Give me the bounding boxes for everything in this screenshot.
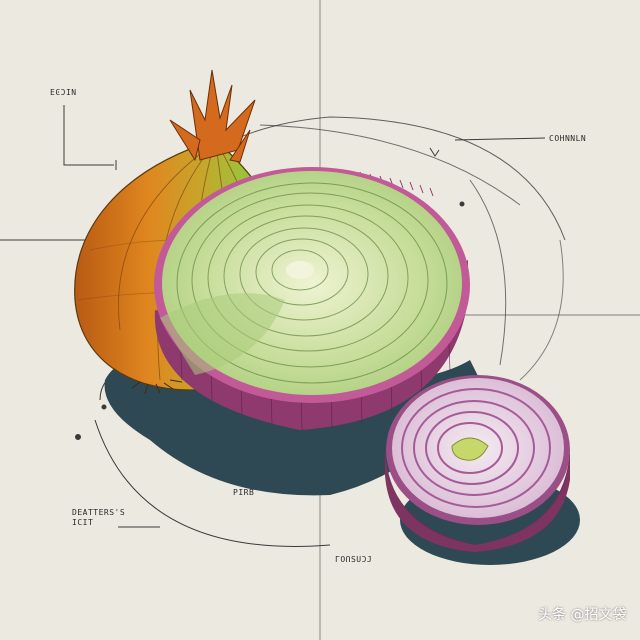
watermark: 头条 @招文袋 [538,607,627,623]
onion-stem [169,69,256,163]
label-top-left: ΕϾϽΙΝ [50,88,77,97]
label-bottom: ΓOՈSUϽJ [335,555,373,564]
onion-roots [131,379,183,395]
label-middle: PIRB [233,488,255,497]
onion-ring-slice [385,375,570,552]
onion-half-cross-section [154,167,470,431]
label-top-right: COHNNLN [549,134,587,143]
label-bottom-left: DEATTERS'S ICIT [72,508,126,527]
